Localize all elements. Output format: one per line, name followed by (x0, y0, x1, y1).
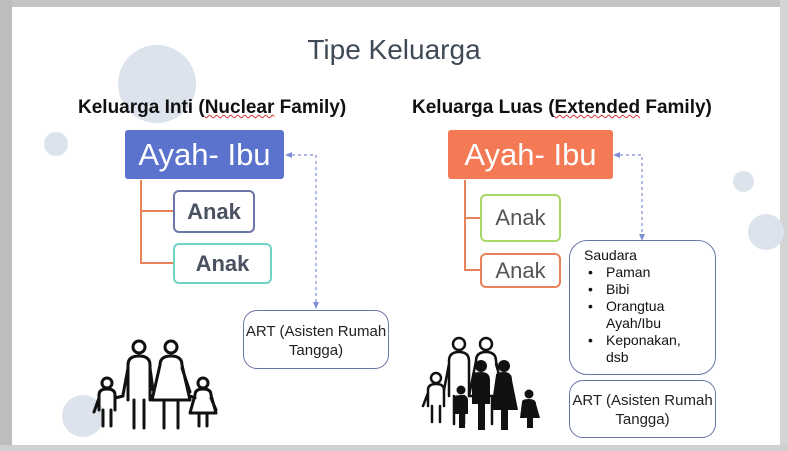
extended-heading-prefix: Keluarga Luas ( (412, 97, 555, 118)
nuclear-child-label-2: Anak (195, 250, 250, 276)
extended-heading-suffix: Family) (640, 97, 712, 118)
relatives-title: Saudara (584, 247, 637, 263)
nuclear-child-label-1: Anak (187, 198, 241, 224)
nuclear-arrowhead-bottom (313, 302, 319, 309)
nuclear-family-icon (92, 339, 218, 430)
nuclear-parent-label: Ayah- Ibu (138, 136, 271, 172)
extended-helper-label: ART (Asisten Rumah Tangga) (572, 392, 713, 428)
extended-family-icon (421, 336, 540, 430)
page-title: Tipe Keluarga (307, 34, 481, 65)
nuclear-connector-1 (140, 180, 173, 212)
frame-top (0, 0, 788, 7)
extended-child-box-2: Anak (480, 253, 561, 288)
relatives-box: Saudara Paman Bibi Orangtua Ayah/Ibu Kep… (569, 240, 716, 375)
nuclear-connector-2 (140, 205, 173, 264)
decor-bubble-large (118, 45, 196, 123)
relatives-item: Keponakan, dsb (588, 332, 707, 366)
extended-child-label-1: Anak (495, 205, 546, 230)
relatives-item: Orangtua Ayah/Ibu (588, 298, 707, 332)
extended-child-label-2: Anak (495, 257, 546, 283)
relatives-item: Paman (588, 264, 707, 281)
nuclear-helper-box: ART (Asisten Rumah Tangga) (243, 310, 389, 369)
decor-bubble-right-small (733, 171, 754, 192)
extended-arrowhead-bottom (639, 234, 645, 241)
nuclear-child-box-2: Anak (173, 243, 272, 284)
nuclear-dashed-link (292, 154, 317, 304)
extended-dashed-link (620, 154, 643, 236)
nuclear-parent-box: Ayah- Ibu (125, 130, 284, 179)
extended-connector-1 (464, 180, 480, 219)
extended-parent-label: Ayah- Ibu (464, 136, 597, 172)
frame-left (0, 0, 12, 451)
extended-parent-box: Ayah- Ibu (448, 130, 613, 179)
nuclear-heading-prefix: Keluarga Inti ( (78, 97, 205, 118)
extended-connector-2 (464, 212, 480, 271)
nuclear-heading-underlined: Nuclear (204, 97, 275, 118)
extended-child-box-1: Anak (480, 194, 561, 242)
extended-heading: Keluarga Luas (Extended Family) (412, 97, 712, 119)
extended-helper-box: ART (Asisten Rumah Tangga) (569, 380, 716, 438)
frame-right (780, 0, 788, 451)
nuclear-arrowhead-top (285, 152, 292, 158)
relatives-list: Paman Bibi Orangtua Ayah/Ibu Keponakan, … (584, 264, 707, 366)
relatives-item: Bibi (588, 281, 707, 298)
decor-bubble-small-left (44, 132, 68, 156)
nuclear-heading: Keluarga Inti (Nuclear Family) (78, 97, 346, 119)
nuclear-helper-label: ART (Asisten Rumah Tangga) (245, 323, 387, 359)
frame-bottom (0, 445, 788, 451)
extended-arrowhead-top (613, 152, 620, 158)
extended-heading-underlined: Extended (554, 97, 641, 118)
decor-bubble-right (748, 214, 784, 250)
nuclear-child-box-1: Anak (173, 190, 255, 233)
nuclear-heading-suffix: Family) (274, 97, 347, 118)
